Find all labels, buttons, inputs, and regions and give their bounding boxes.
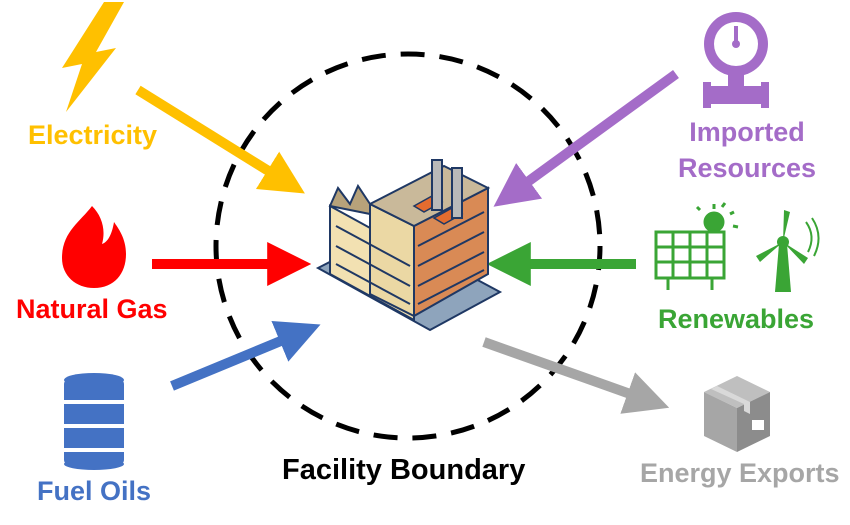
arrow-fuel-oils — [170, 321, 321, 391]
fuel-oils-label: Fuel Oils — [37, 476, 152, 506]
electricity-label: Electricity — [28, 120, 158, 150]
renewables-label: Renewables — [658, 304, 815, 334]
arrow-electricity — [135, 85, 305, 194]
imported-resources-line-2: Resources — [677, 153, 817, 183]
box-icon — [704, 376, 770, 452]
imported-resources-label: Imported Resources — [652, 114, 842, 186]
solar-panel-icon — [654, 202, 739, 290]
wind-turbine-icon — [756, 210, 820, 292]
oil-barrel-icon — [61, 373, 127, 470]
imported-resources-line-1: Imported — [689, 117, 805, 147]
factory-icon — [315, 159, 503, 332]
arrow-imported-resources — [493, 69, 679, 207]
energy-exports-label: Energy Exports — [640, 458, 840, 488]
facility-boundary-label: Facility Boundary — [282, 454, 526, 486]
flame-icon — [62, 206, 126, 288]
arrow-energy-exports — [482, 337, 670, 414]
facility-boundary-circle — [213, 51, 603, 441]
natural-gas-label: Natural Gas — [16, 294, 168, 324]
lightning-bolt-icon — [62, 2, 124, 112]
pressure-gauge-icon — [703, 12, 769, 108]
